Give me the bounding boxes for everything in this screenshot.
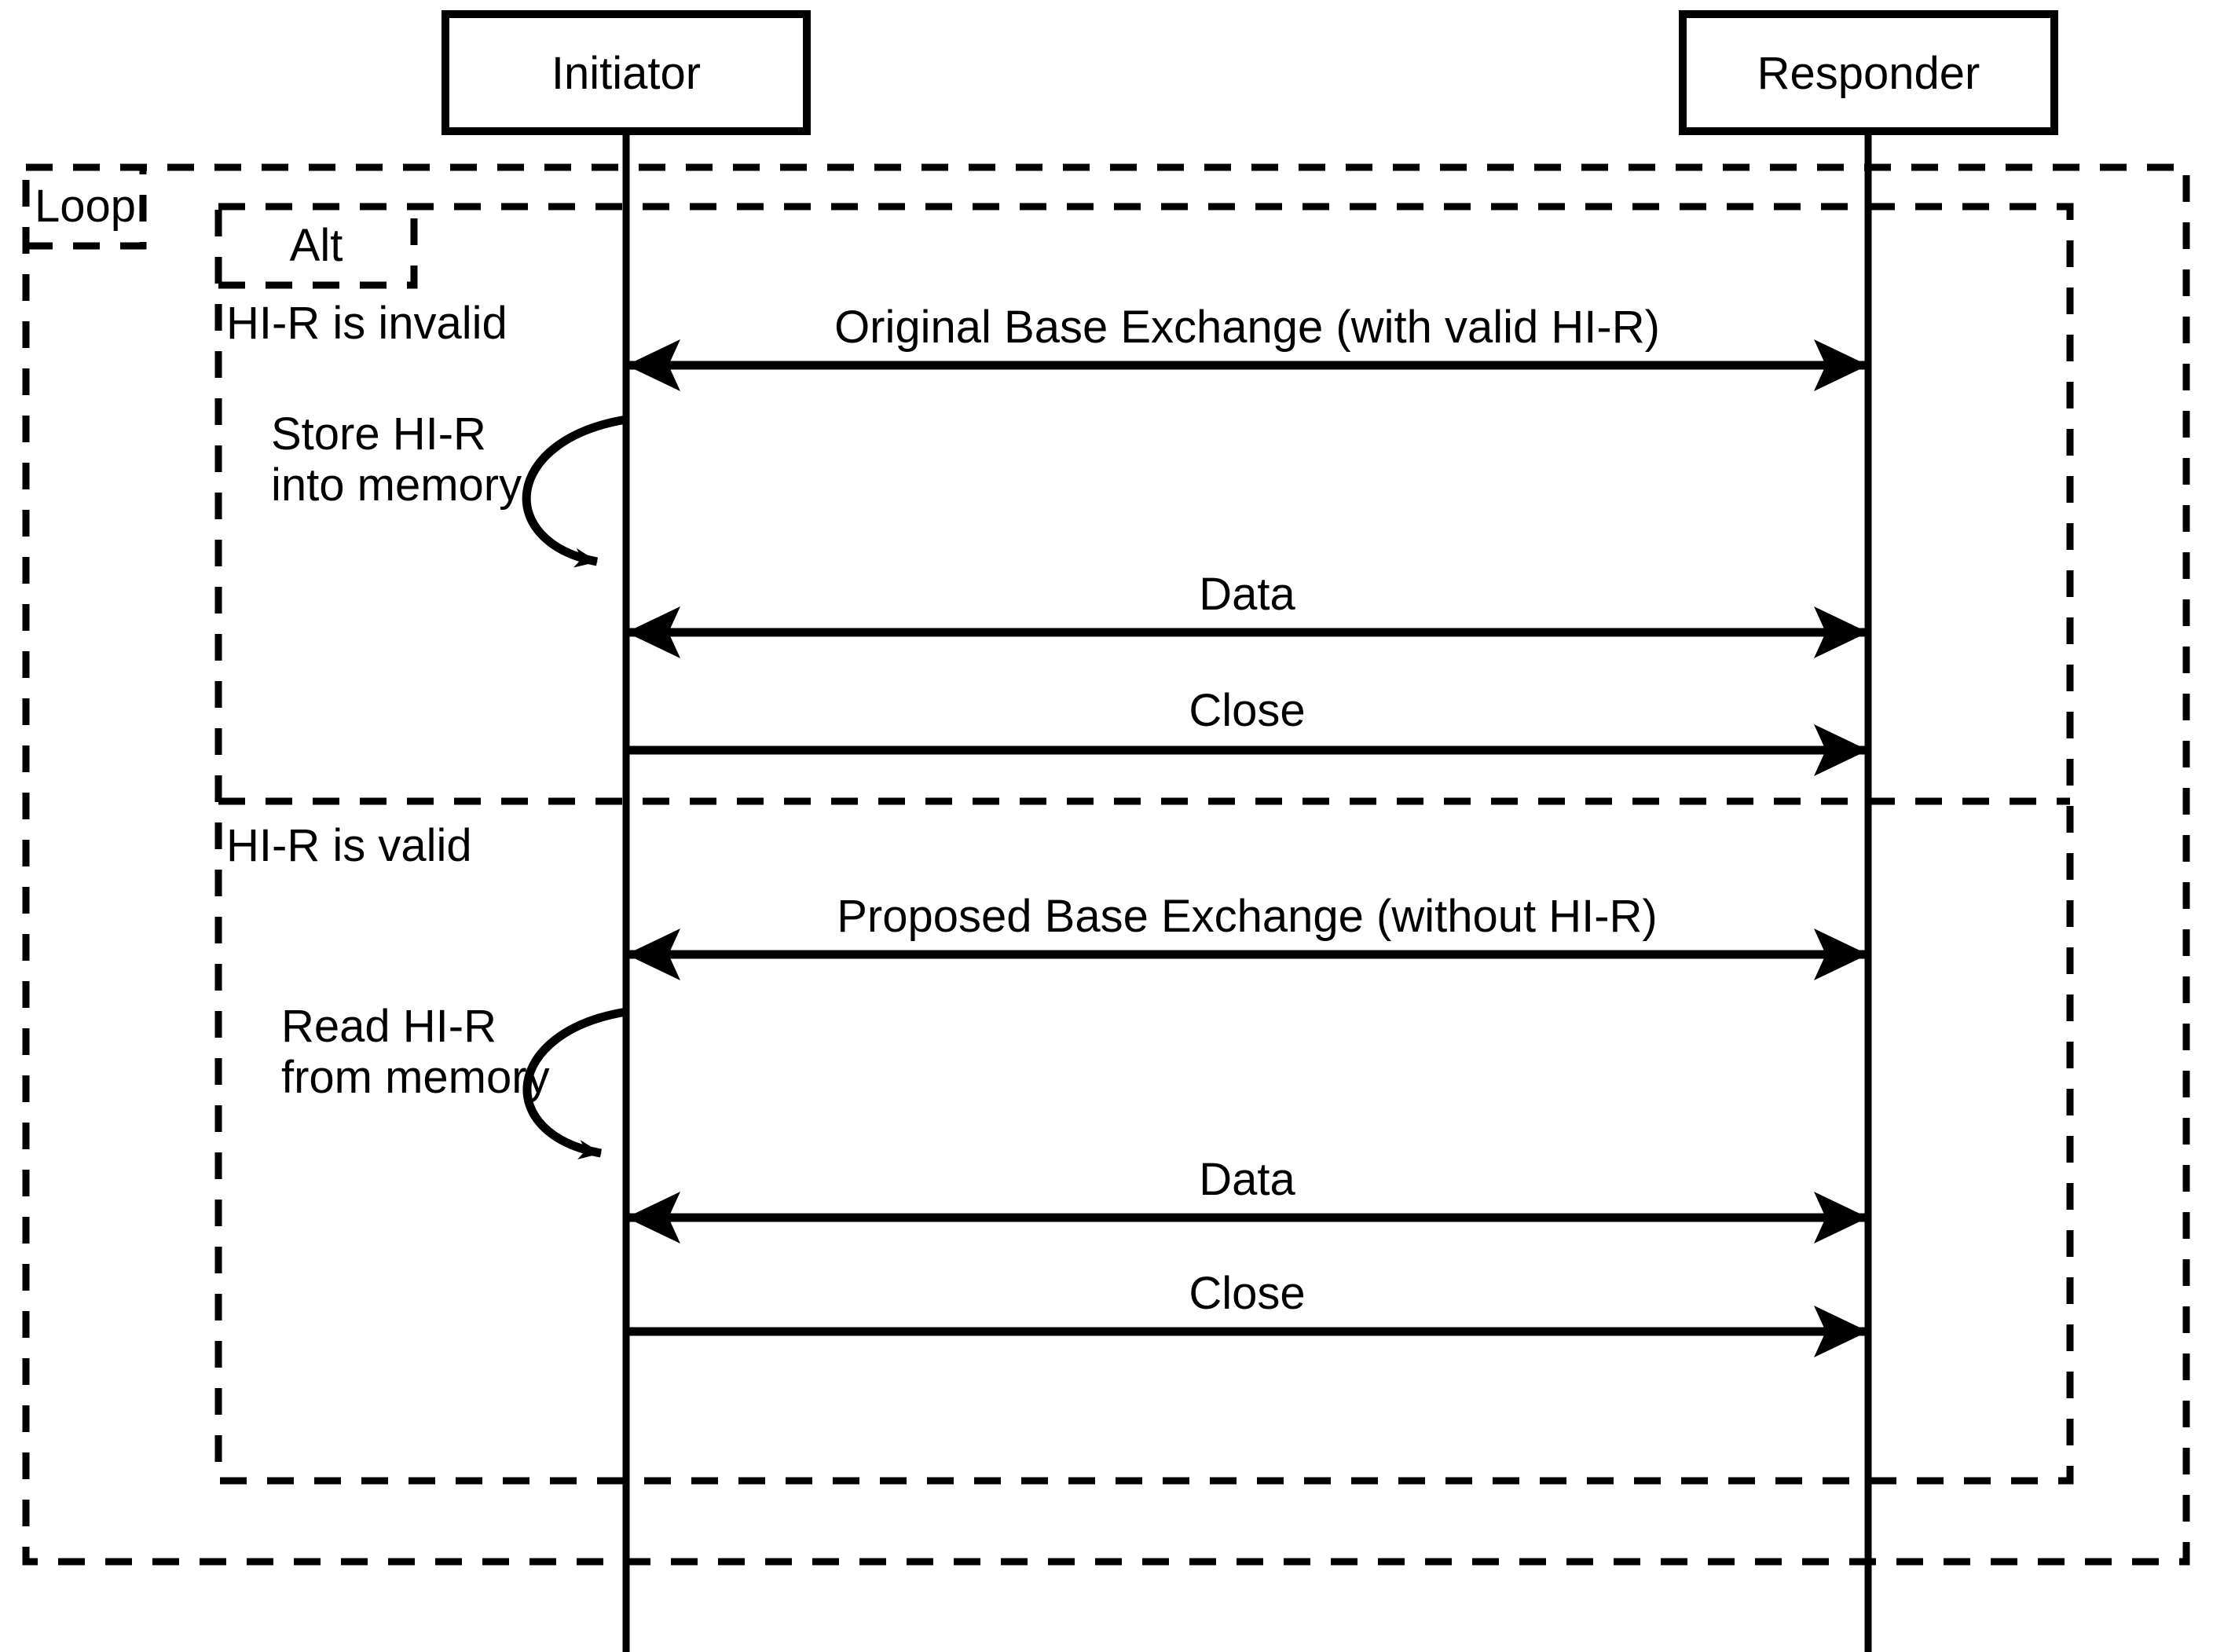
message-arrow-original-base-exchange bbox=[626, 339, 1868, 391]
message-arrow-close-2 bbox=[626, 1306, 1868, 1357]
alt-guard-hi-r-invalid: HI-R is invalid bbox=[226, 298, 507, 349]
message-label-close-2: Close bbox=[1189, 1268, 1306, 1319]
alt-guard-hi-r-valid: HI-R is valid bbox=[226, 820, 472, 871]
loop-fragment-label: Loop bbox=[35, 181, 137, 232]
message-label-data-2: Data bbox=[1199, 1154, 1295, 1205]
participant-label-initiator: Initiator bbox=[551, 48, 702, 99]
self-message-store-hi-r bbox=[522, 415, 627, 568]
message-arrow-close-1 bbox=[626, 724, 1868, 776]
self-message-label-read-hi-r: Read HI-R from memory bbox=[281, 1001, 550, 1104]
self-message-store-line2: into memory bbox=[271, 459, 522, 511]
alt-fragment-label: Alt bbox=[289, 220, 343, 271]
self-message-label-store-hi-r: Store HI-R into memory bbox=[271, 408, 522, 511]
self-message-read-line2: from memory bbox=[281, 1051, 550, 1103]
message-arrow-data-2 bbox=[626, 1192, 1868, 1244]
self-message-store-line1: Store HI-R bbox=[271, 408, 486, 460]
alt-fragment-frame bbox=[214, 203, 2074, 1485]
message-label-original-base-exchange: Original Base Exchange (with valid HI-R) bbox=[834, 302, 1660, 353]
lifelines bbox=[622, 131, 1872, 1652]
participant-label-responder: Responder bbox=[1757, 48, 1980, 99]
self-message-read-line1: Read HI-R bbox=[281, 1001, 496, 1052]
self-message-read-hi-r bbox=[522, 1007, 627, 1159]
message-arrow-proposed-base-exchange bbox=[626, 929, 1868, 980]
message-label-close-1: Close bbox=[1189, 685, 1306, 736]
message-label-data-1: Data bbox=[1199, 569, 1295, 620]
message-arrow-data-1 bbox=[626, 606, 1868, 658]
loop-fragment-frame bbox=[22, 163, 2190, 1566]
message-label-proposed-base-exchange: Proposed Base Exchange (without HI-R) bbox=[837, 891, 1658, 942]
